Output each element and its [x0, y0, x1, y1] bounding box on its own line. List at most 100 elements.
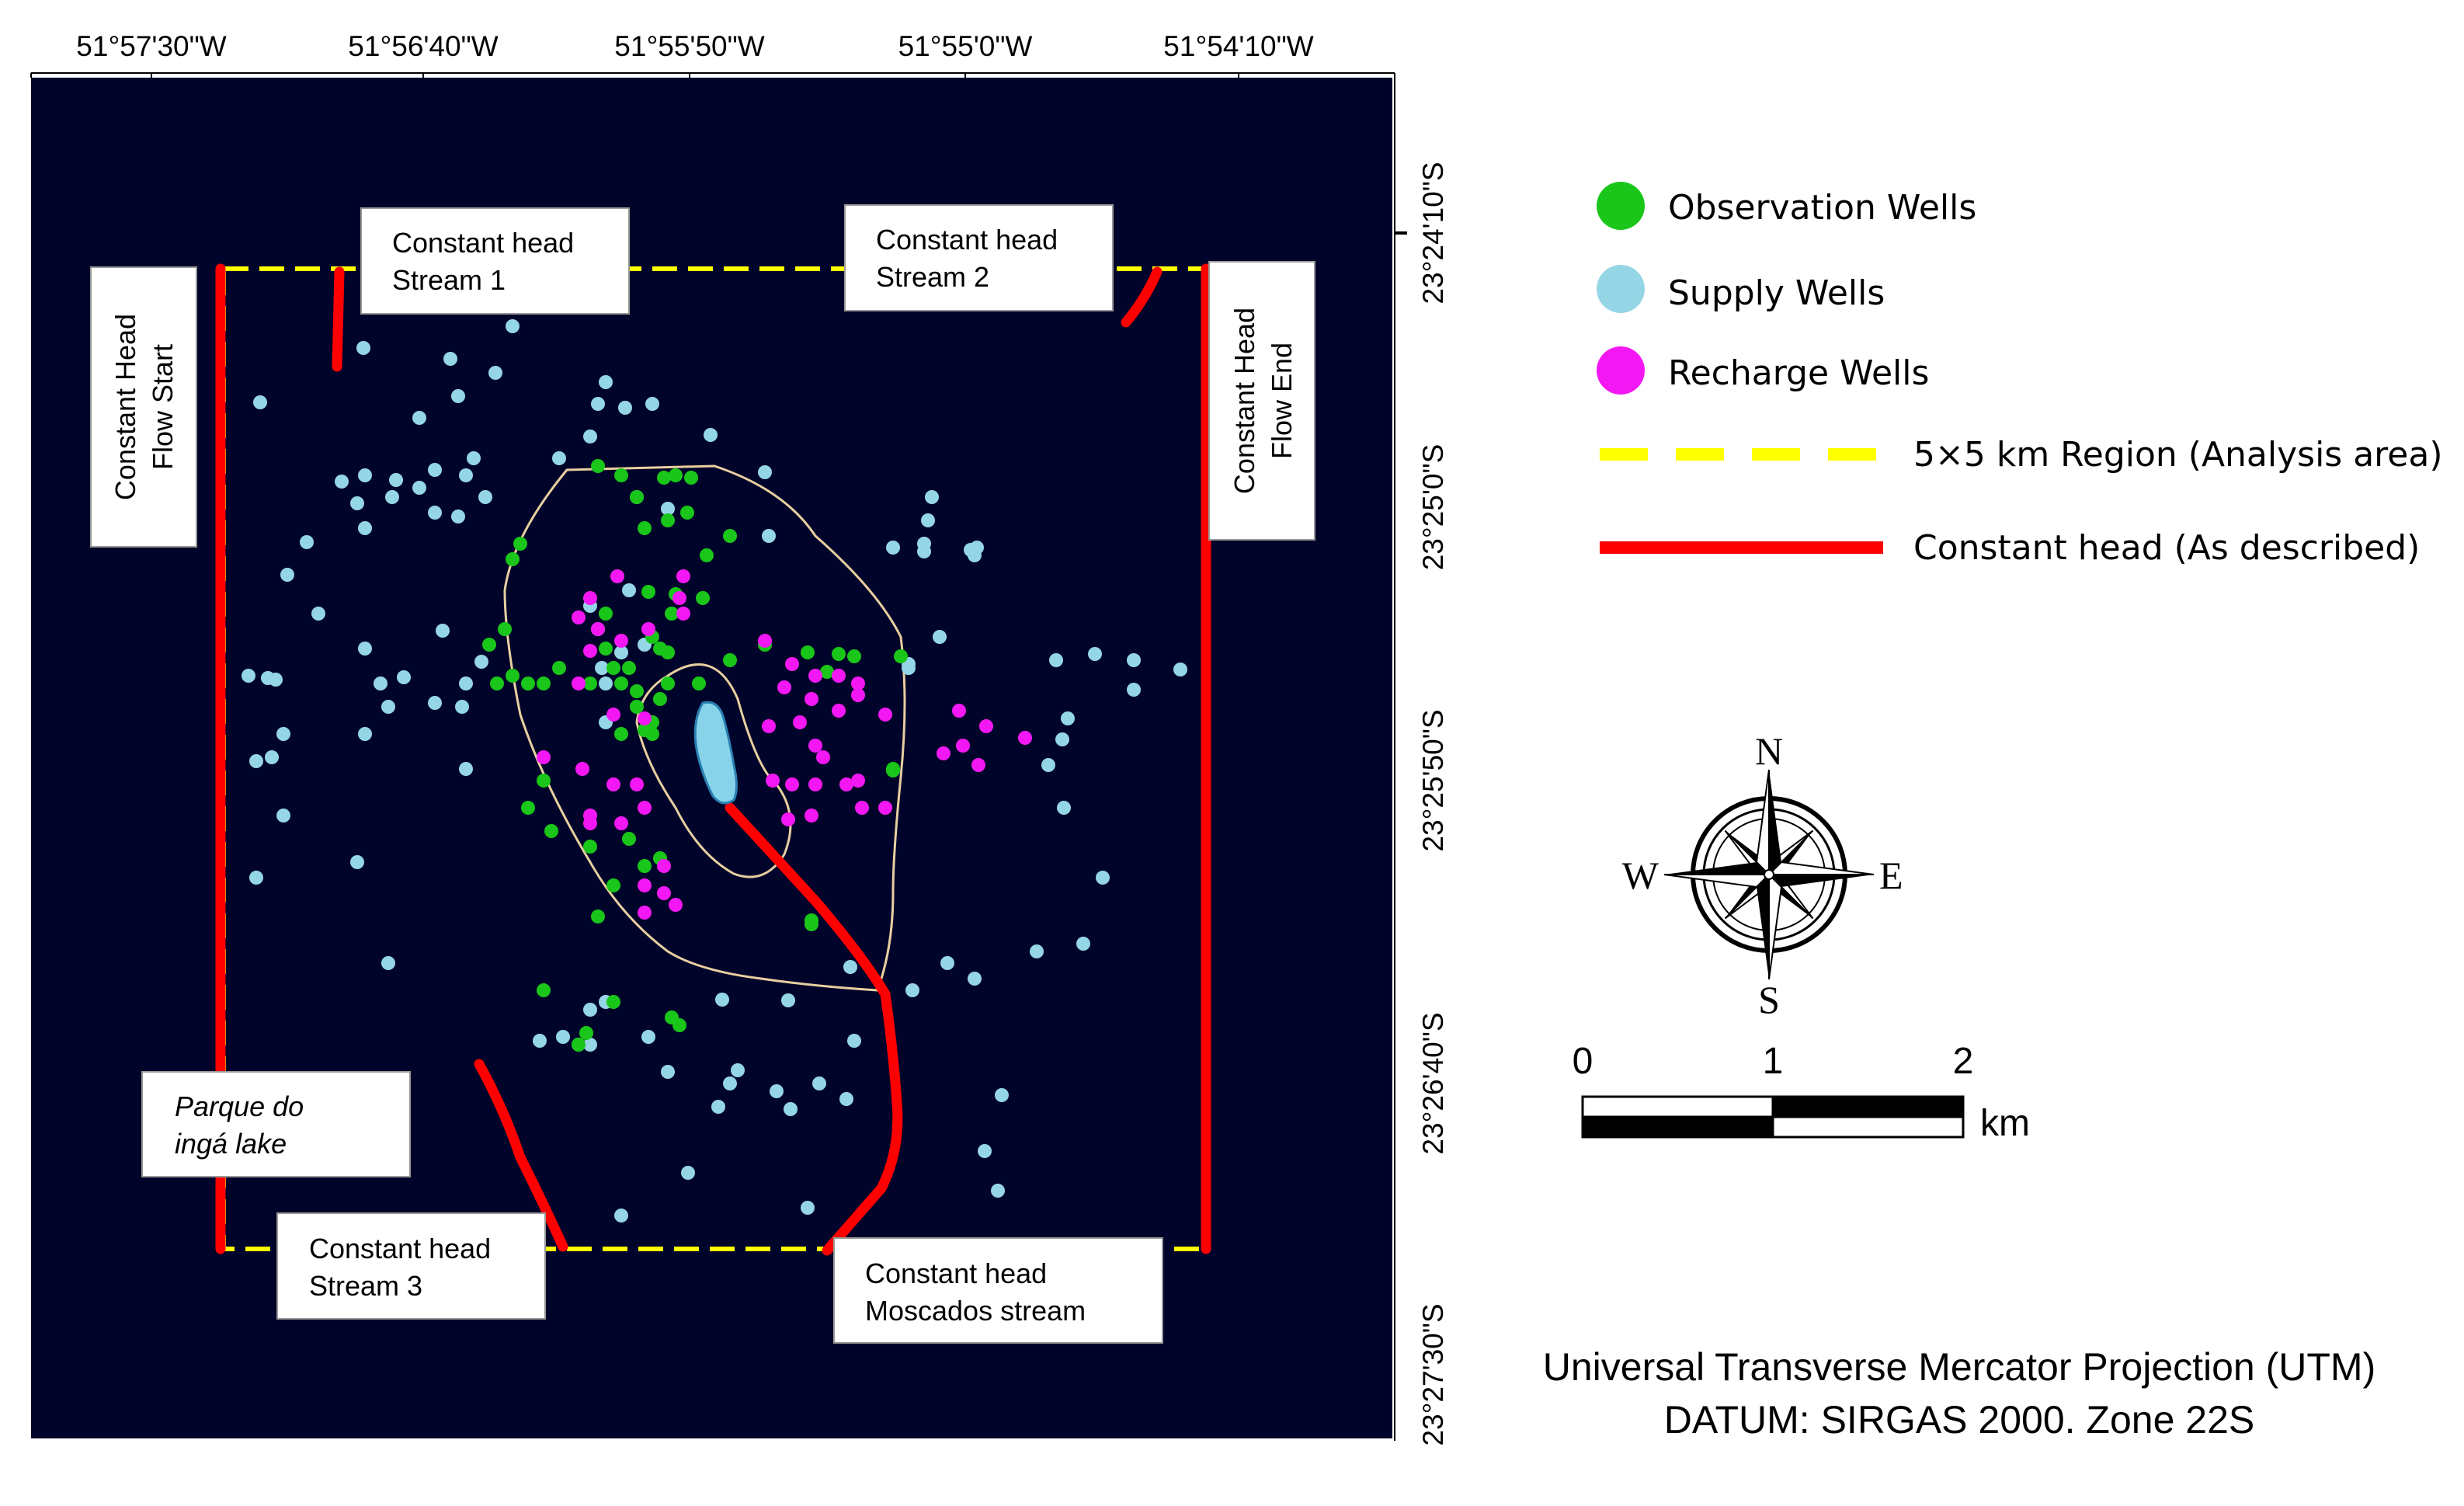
supply-well	[335, 475, 349, 489]
supply-well	[276, 809, 290, 823]
supply-well	[358, 727, 372, 741]
legend-label: Constant head (As described)	[1913, 528, 2420, 568]
supply-well	[711, 1100, 725, 1114]
supply-well	[843, 960, 857, 974]
box-line: Constant head	[876, 224, 1058, 256]
supply-well	[995, 1088, 1009, 1102]
recharge-well	[816, 750, 830, 764]
longitude-labels: 51°57'30"W 51°56'40"W 51°55'50"W 51°55'0…	[76, 30, 1313, 62]
observation-well	[630, 700, 644, 714]
supply-well	[641, 1030, 655, 1044]
supply-well	[847, 1034, 861, 1048]
supply-well	[488, 366, 502, 380]
recharge-well	[785, 777, 799, 791]
supply-well	[661, 1065, 675, 1079]
supply-well	[731, 1063, 745, 1077]
observation-well	[832, 647, 846, 661]
box-line: Stream 1	[392, 264, 506, 296]
recharge-well	[781, 812, 795, 826]
supply-well	[784, 1102, 798, 1116]
wells-layer	[242, 319, 1187, 1223]
legend-item-analysis-region: 5×5 km Region (Analysis area)	[1600, 435, 2443, 475]
observation-well	[700, 548, 714, 562]
supply-well	[917, 544, 931, 558]
supply-well	[940, 956, 954, 970]
latitude-labels: 23°24'10"S 23°25'0"S 23°25'50"S 23°26'40…	[1417, 162, 1449, 1445]
supply-well	[991, 1184, 1005, 1198]
recharge-well	[805, 692, 818, 706]
recharge-well	[614, 816, 628, 830]
supply-well	[886, 541, 900, 555]
supply-well	[249, 754, 263, 768]
supply-well	[506, 319, 520, 333]
observation-well	[544, 824, 558, 838]
supply-well	[356, 341, 370, 355]
latitude-label: 23°27'30"S	[1417, 1303, 1449, 1445]
supply-well	[300, 535, 314, 549]
observation-well	[614, 676, 628, 690]
observation-well	[665, 607, 679, 621]
supply-well	[762, 529, 776, 543]
recharge-well	[937, 746, 950, 760]
supply-well	[758, 465, 772, 479]
recharge-well	[777, 680, 791, 694]
observation-well	[606, 661, 620, 675]
supply-well	[249, 871, 263, 885]
box-line: Stream 3	[309, 1270, 422, 1302]
supply-well	[455, 700, 469, 714]
legend-label: Recharge Wells	[1668, 353, 1929, 393]
recharge-well	[851, 774, 865, 788]
supply-well	[478, 490, 492, 504]
supply-well	[622, 583, 636, 597]
supply-well	[618, 401, 632, 415]
supply-well	[389, 473, 403, 487]
observation-well	[661, 645, 675, 659]
supply-well	[812, 1076, 826, 1090]
supply-well	[1173, 663, 1187, 676]
latitude-label: 23°26'40"S	[1417, 1012, 1449, 1154]
supply-well	[358, 468, 372, 482]
observation-well	[661, 676, 675, 690]
recharge-well	[606, 777, 620, 791]
supply-well	[412, 411, 426, 425]
recharge-well	[572, 610, 586, 624]
observation-well	[684, 471, 698, 485]
recharge-well	[839, 777, 853, 791]
observation-well	[482, 638, 496, 652]
latitude-label: 23°25'0"S	[1417, 444, 1449, 571]
inner-contour	[635, 663, 792, 878]
supply-well	[311, 607, 325, 621]
observation-well	[847, 649, 861, 663]
recharge-well	[762, 719, 776, 733]
recharge-well	[878, 801, 892, 815]
recharge-well	[805, 809, 818, 823]
supply-well	[1096, 871, 1110, 885]
compass-rose-icon: N S E W	[1622, 729, 1903, 1021]
supply-well	[269, 673, 283, 687]
supply-well	[595, 661, 609, 675]
observation-well	[680, 506, 694, 520]
recharge-well	[851, 688, 865, 702]
latitude-label: 23°24'10"S	[1417, 162, 1449, 304]
supply-well	[614, 1209, 628, 1223]
supply-well	[451, 510, 465, 523]
observation-well	[669, 468, 683, 482]
legend-item-supply-wells: Supply Wells	[1597, 265, 1885, 313]
observation-well	[537, 676, 551, 690]
supply-well	[385, 490, 399, 504]
recharge-well	[766, 774, 780, 788]
recharge-well	[808, 739, 822, 753]
legend-label: 5×5 km Region (Analysis area)	[1913, 435, 2443, 475]
observation-well	[723, 653, 737, 667]
supply-well	[533, 1034, 547, 1048]
observation-well	[506, 552, 520, 566]
box-line: Flow Start	[147, 344, 179, 470]
supply-well	[374, 676, 387, 690]
longitude-label: 51°55'0"W	[898, 30, 1033, 62]
observation-well	[513, 537, 527, 551]
label-box-stream-1: Constant head Stream 1	[360, 207, 630, 315]
recharge-well	[583, 591, 597, 605]
box-line: Constant Head	[1229, 308, 1260, 494]
observation-well	[614, 727, 628, 741]
supply-well	[723, 1076, 737, 1090]
